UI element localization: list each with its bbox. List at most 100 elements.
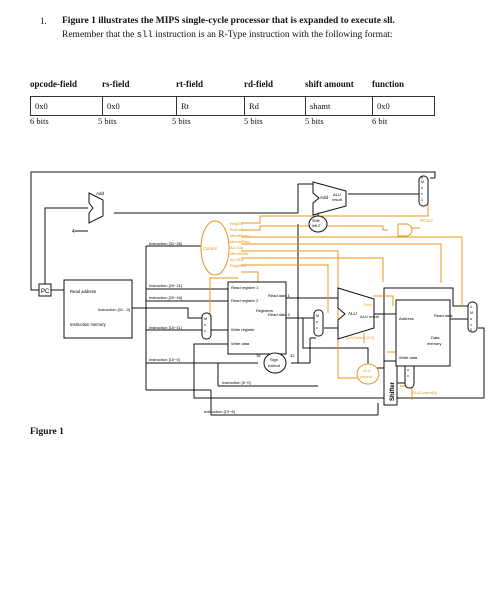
data-memory xyxy=(395,299,451,367)
memory-label: memory xyxy=(427,341,441,346)
pc-mux-m: M xyxy=(421,180,424,184)
cell-rt: Rt xyxy=(177,97,245,115)
instr-15-0-label: Instruction [15~0] xyxy=(149,357,180,362)
pc-mux-one: 1 xyxy=(421,198,423,202)
main-alu xyxy=(337,287,375,340)
data-label: Data xyxy=(431,335,440,340)
regdst-mux-x: x xyxy=(204,329,206,333)
bits-32-label: 32 xyxy=(290,353,295,358)
extend-label: extend xyxy=(268,363,280,368)
pc-mux-u: u xyxy=(421,186,423,190)
branch-adder-label: Add xyxy=(320,195,329,200)
shifter-label: Shifter xyxy=(390,381,396,401)
read-address-label: Read address xyxy=(70,289,96,294)
read-data-2: Read data 2 xyxy=(268,312,291,317)
regdst-mux-m: M xyxy=(204,317,207,321)
question-number: 1. xyxy=(40,16,47,26)
shifter xyxy=(383,360,398,406)
pc-label: PC xyxy=(41,289,50,295)
shifter-mux-u: u xyxy=(407,368,409,372)
question-subtitle: Remember that the sll instruction is an … xyxy=(62,30,393,40)
instruction-memory-label: Instruction memory xyxy=(70,322,107,327)
signal-regdst: RegDst xyxy=(230,221,244,226)
and-gate xyxy=(397,223,413,237)
figure-caption: Figure 1 xyxy=(30,427,64,437)
branch-adder xyxy=(312,181,347,216)
shift-label-bottom: left 2 xyxy=(312,224,320,228)
alusrc-mux xyxy=(313,309,324,337)
pc-mux xyxy=(418,175,429,207)
subtitle-after: instruction is an R-Type instruction wit… xyxy=(152,30,393,40)
write-data-mem: Write data xyxy=(399,355,418,360)
signal-memtoreg: MemtoReg xyxy=(230,239,250,244)
shift-label-top: Shift xyxy=(312,219,321,223)
instr-25-21-label: Instruction [25~21] xyxy=(149,283,182,288)
instr-10-6-label: Instruction [10~6] xyxy=(204,409,235,414)
instr-5-0-label: Instruction [5~0] xyxy=(222,380,251,385)
instruction-31-0-label: Instruction [31 - 0] xyxy=(98,307,130,312)
pc-mux-zero: 0 xyxy=(421,176,423,180)
instruction-memory xyxy=(63,279,133,339)
signal-aluop: ALUOp xyxy=(230,245,244,250)
read-register-1: Read register 1 xyxy=(231,285,259,290)
alu-result-top: ALU xyxy=(333,192,341,197)
bits-opcode: 6 bits xyxy=(30,116,49,126)
alu-result-bottom: result xyxy=(332,197,343,202)
memtoreg-mux-m: M xyxy=(470,311,473,315)
cell-shamt: shamt xyxy=(306,97,373,115)
address-label: Address xyxy=(399,316,414,321)
shifter-mux-x: x xyxy=(407,374,409,378)
header-rs: rs-field xyxy=(102,79,130,89)
alu-control-top: ALU xyxy=(363,368,371,373)
pc-mux-x: x xyxy=(421,192,423,196)
signal-memwrite: MemWrite xyxy=(230,251,249,256)
alu-control xyxy=(356,363,380,385)
shift-left-2 xyxy=(308,215,328,233)
header-rt: rt-field xyxy=(176,79,203,89)
read-data-mem: Read data xyxy=(434,313,453,318)
control-unit xyxy=(200,220,230,276)
pcsrc-label: PCSrc xyxy=(420,218,434,223)
memtoreg-mux-u: u xyxy=(470,317,472,321)
mips-datapath-diagram: PC Add 4 Add ALU result Shift left 2 M u… xyxy=(30,171,485,416)
signal-branch: Branch xyxy=(230,227,243,232)
cell-rs: 0x0 xyxy=(103,97,177,115)
regdst-mux xyxy=(201,312,212,340)
regdst-mux-u: u xyxy=(204,323,206,327)
bits-rs: 5 bits xyxy=(98,116,117,126)
pc-adder-label: Add xyxy=(96,191,105,196)
memtoreg-mux-zero: 0 xyxy=(470,328,472,332)
question-title: Figure 1 illustrates the MIPS single-cyc… xyxy=(62,16,395,26)
four-label: 4 xyxy=(72,229,75,235)
alu-control-bottom: control xyxy=(360,374,372,379)
control-label: Control xyxy=(203,246,217,251)
pc-to-adder-wire xyxy=(44,207,88,285)
alucontrol-3-label: ALUControl[3] xyxy=(412,390,437,395)
signal-alusrc: ALUSrc xyxy=(230,257,244,262)
alusrc-mux-x: x xyxy=(316,326,318,330)
write-data-reg: Write data xyxy=(231,341,250,346)
sll-code: sll xyxy=(136,30,153,40)
read-register-2: Read register 2 xyxy=(231,298,259,303)
alucontrol-20-label: ALUControl [2:0] xyxy=(346,336,374,340)
sign-extend xyxy=(263,352,287,374)
memtoreg-mux xyxy=(467,301,478,333)
header-shamt: shift amount xyxy=(305,79,354,89)
memtoreg-mux-one: 1 xyxy=(470,305,472,309)
alusrc-mux-m: M xyxy=(316,314,319,318)
bits-function: 6 bit xyxy=(372,116,388,126)
bits-shamt: 5 bits xyxy=(305,116,324,126)
signal-regwrite: RegWrite xyxy=(230,263,247,268)
instr-31-26-label: Instruction [31~26] xyxy=(149,241,182,246)
signal-memread: MemRead xyxy=(230,233,248,238)
cell-function: 0x0 xyxy=(377,101,390,111)
header-opcode: opcode-field xyxy=(30,79,77,89)
instr-20-16-label: Instruction [20~16] xyxy=(149,295,182,300)
write-register: Write register xyxy=(231,327,255,332)
zero-label: Zero xyxy=(364,302,373,307)
registers-label: Registers xyxy=(256,308,273,313)
header-rd: rd-field xyxy=(244,79,273,89)
alusrc-mux-u: u xyxy=(316,320,318,324)
bits-rt: 5 bits xyxy=(172,116,191,126)
bits-rd: 5 bits xyxy=(244,116,263,126)
